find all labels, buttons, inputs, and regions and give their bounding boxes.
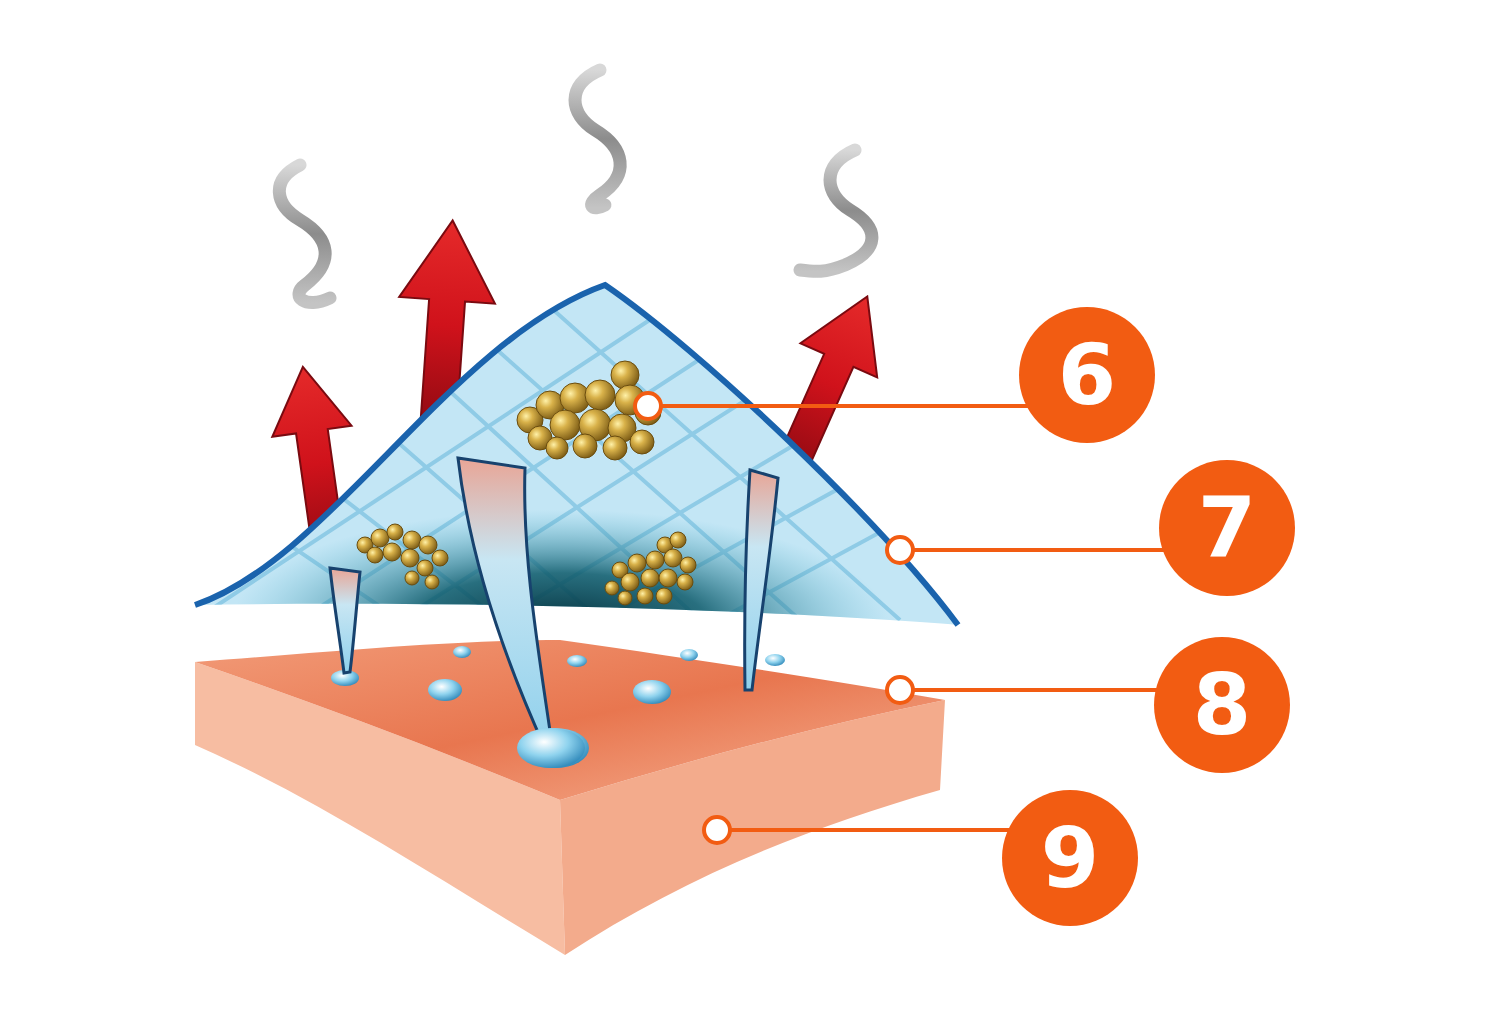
- callout-number: 9: [1041, 816, 1099, 900]
- callout-number: 7: [1198, 486, 1256, 570]
- water-drop: [567, 655, 587, 667]
- callout-circle: 7: [1159, 460, 1295, 596]
- smoke-squiggle: [575, 70, 620, 208]
- particle-cluster: [357, 524, 448, 589]
- water-drop: [517, 728, 585, 768]
- smoke-squiggle: [800, 150, 872, 271]
- membrane-edge: [195, 285, 958, 625]
- leader-line: [660, 406, 1166, 830]
- leader-dot: [635, 393, 913, 843]
- callout-number: 8: [1193, 663, 1251, 747]
- water-drop: [680, 649, 698, 661]
- membrane-grid: [120, 250, 1050, 650]
- water-drop: [765, 654, 785, 666]
- water-pillar: [330, 568, 360, 673]
- water-drop: [633, 680, 671, 704]
- water-drop: [453, 646, 471, 658]
- smoke-squiggle: [279, 165, 330, 303]
- callout-number: 6: [1058, 333, 1116, 417]
- particle-cluster: [517, 361, 661, 460]
- callout-circle: 8: [1154, 637, 1290, 773]
- callout-circle: 6: [1019, 307, 1155, 443]
- water-pillar: [458, 458, 552, 748]
- particle-cluster: [605, 532, 696, 605]
- foam-top-face: [195, 640, 945, 800]
- callout-circle: 9: [1002, 790, 1138, 926]
- water-drop: [428, 679, 462, 701]
- water-pillar: [745, 470, 778, 690]
